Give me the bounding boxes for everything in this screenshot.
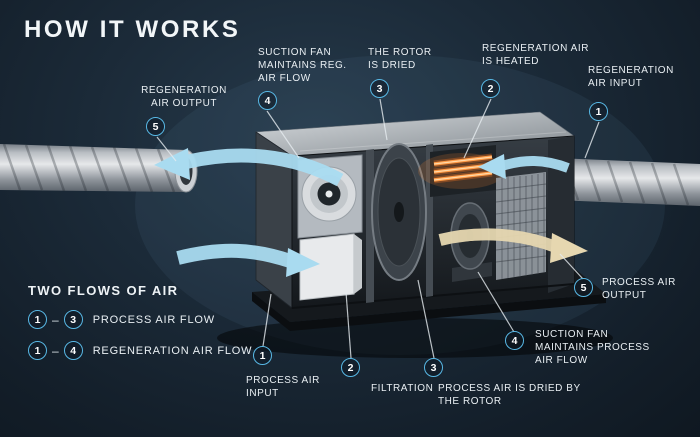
legend: TWO FLOWS OF AIR 1 – 3 PROCESS AIR FLOW …	[28, 283, 278, 360]
legend-row-regeneration-air-flow: 1 – 4 REGENERATION AIR FLOW	[28, 341, 278, 360]
callout-label-filtration: FILTRATION	[371, 383, 434, 394]
legend-label-regeneration-air-flow: REGENERATION AIR FLOW	[92, 344, 253, 357]
callout-label-reg-air-output: REGENERATION AIR OUTPUT	[141, 85, 227, 110]
legend-circle-regen-from: 1	[28, 341, 47, 360]
output-grille	[495, 172, 547, 280]
callout-number-process-air-output: 5	[574, 278, 593, 297]
callout-label-suction-fan-process: SUCTION FAN MAINTAINS PROCESS AIR FLOW	[535, 329, 650, 367]
legend-dash: –	[52, 343, 59, 358]
process-air-input-arrow	[176, 243, 320, 277]
callout-number-process-air-input: 1	[253, 346, 272, 365]
rotor	[371, 143, 427, 281]
reg-air-input-arrow	[478, 154, 570, 179]
callout-number-suction-fan-reg: 4	[258, 91, 277, 110]
partition-left	[366, 149, 374, 303]
legend-row-process-air-flow: 1 – 3 PROCESS AIR FLOW	[28, 310, 278, 329]
callout-number-filtration: 2	[341, 358, 360, 377]
callout-number-reg-air-output: 5	[146, 117, 165, 136]
callout-label-reg-air-heated: REGENERATION AIR IS HEATED	[482, 43, 589, 68]
legend-label-process-air-flow: PROCESS AIR FLOW	[92, 313, 215, 326]
legend-dash: –	[52, 312, 59, 327]
callout-label-process-air-dried: PROCESS AIR IS DRIED BY THE ROTOR	[438, 383, 581, 408]
interior-components	[297, 143, 547, 303]
leader-lines	[156, 98, 600, 359]
callout-label-rotor-dried: THE ROTOR IS DRIED	[368, 47, 432, 72]
cabinet-top-seam	[299, 131, 567, 152]
page-title: HOW IT WORKS	[24, 16, 241, 43]
reg-air-output-arrow	[154, 148, 344, 187]
callout-label-reg-air-input: REGENERATION AIR INPUT	[588, 65, 674, 90]
heater	[418, 145, 506, 197]
callout-number-rotor-dried: 3	[370, 79, 389, 98]
legend-circle-process-to: 3	[63, 310, 83, 329]
callout-number-process-air-dried: 3	[424, 358, 443, 377]
legend-title: TWO FLOWS OF AIR	[28, 283, 179, 298]
legend-circle-process-from: 1	[28, 310, 47, 329]
air-flows	[154, 148, 588, 277]
callout-number-suction-fan-process: 4	[505, 331, 524, 350]
callout-label-suction-fan-reg: SUCTION FAN MAINTAINS REG. AIR FLOW	[258, 47, 347, 85]
callout-number-reg-air-heated: 2	[481, 79, 500, 98]
legend-circle-regen-to: 4	[63, 341, 83, 360]
process-air-output-arrow	[438, 228, 588, 263]
callout-label-process-air-input: PROCESS AIR INPUT	[246, 375, 320, 400]
callout-number-reg-air-input: 1	[589, 102, 608, 121]
callout-label-process-air-output: PROCESS AIR OUTPUT	[602, 277, 676, 302]
